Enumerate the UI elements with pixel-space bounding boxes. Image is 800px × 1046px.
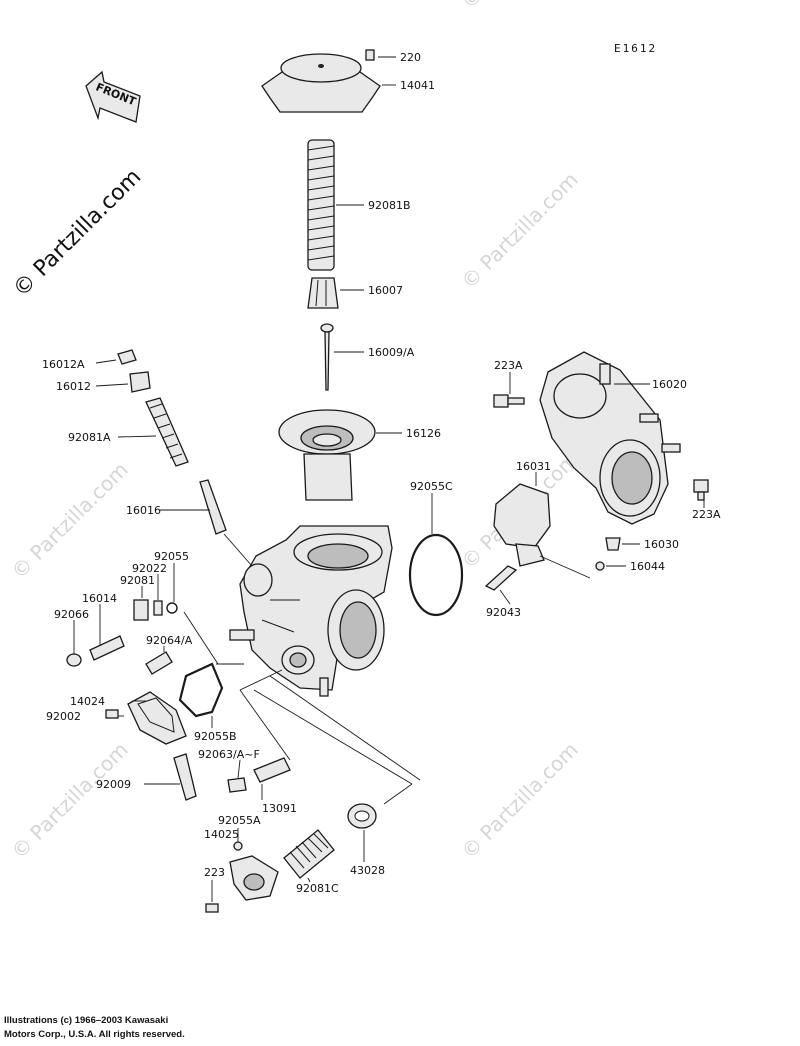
- label-92081b: 92081B: [368, 199, 411, 212]
- label-16031: 16031: [516, 460, 551, 473]
- label-92022: 92022: [132, 562, 167, 575]
- label-16126: 16126: [406, 427, 441, 440]
- watermark: © Partzilla.com: [457, 737, 583, 863]
- label-223a-top: 223A: [494, 359, 523, 372]
- label-14041: 14041: [400, 79, 435, 92]
- label-16012: 16012: [56, 380, 91, 393]
- label-223a-right: 223A: [692, 508, 721, 521]
- label-223: 223: [204, 866, 225, 879]
- label-16030: 16030: [644, 538, 679, 551]
- jet-needle: [320, 323, 364, 391]
- screw-223a-top: [493, 372, 525, 408]
- label-16016: 16016: [126, 504, 161, 517]
- label-92063af: 92063/A~F: [198, 748, 260, 761]
- drain-screw: [144, 753, 197, 801]
- label-92055: 92055: [154, 550, 189, 563]
- label-16014: 16014: [82, 592, 117, 605]
- label-92055c: 92055C: [410, 480, 453, 493]
- watermark: © Partzilla.com: [7, 457, 133, 583]
- idle-screw: [227, 669, 291, 800]
- screw-223a-right: [693, 479, 709, 508]
- diagram-code: E1612: [614, 42, 657, 55]
- label-92055a: 92055A: [218, 814, 261, 827]
- label-43028: 43028: [350, 864, 385, 877]
- label-92081: 92081: [120, 574, 155, 587]
- float-bowl-cover: [105, 662, 224, 745]
- label-92081c: 92081C: [296, 882, 339, 895]
- copyright-line-2: Motors Corp., U.S.A. All rights reserved…: [4, 1029, 185, 1040]
- watermark: © Partzilla.com: [457, 167, 583, 293]
- top-cover: [261, 49, 396, 113]
- label-14024: 14024: [70, 695, 105, 708]
- pilot-screw-parts: [95, 349, 189, 467]
- watermark-main: © Partzilla.com: [9, 165, 147, 303]
- label-92043: 92043: [486, 606, 521, 619]
- diaphragm: [278, 409, 402, 501]
- front-arrow-icon: FRONT: [85, 70, 141, 123]
- label-92055b: 92055B: [194, 730, 237, 743]
- spring-92081c: [283, 829, 335, 883]
- starter-plunger: [160, 479, 253, 567]
- label-16007: 16007: [368, 284, 403, 297]
- label-13091: 13091: [262, 802, 297, 815]
- watermark: © Partzilla.com: [457, 0, 583, 14]
- carburetor-body: [229, 525, 393, 697]
- label-16044: 16044: [630, 560, 665, 573]
- label-16012a: 16012A: [42, 358, 85, 371]
- pilot-screw-group: [66, 563, 244, 667]
- label-92081a: 92081A: [68, 431, 111, 444]
- gasket-92055c: [408, 493, 464, 617]
- label-220: 220: [400, 51, 421, 64]
- carb-adapter: [539, 351, 681, 525]
- label-92002: 92002: [46, 710, 81, 723]
- accelerator-pump-cover: [205, 828, 279, 913]
- watermark: © Partzilla.com: [7, 737, 133, 863]
- label-14025: 14025: [204, 828, 239, 841]
- float-valve: [595, 537, 640, 571]
- label-92064a: 92064/A: [146, 634, 193, 647]
- copyright-line-1: Illustrations (c) 1966–2003 Kawasaki: [4, 1015, 169, 1026]
- main-jet: [145, 646, 173, 675]
- label-92009: 92009: [96, 778, 131, 791]
- label-16020: 16020: [652, 378, 687, 391]
- needle-holder: [307, 277, 364, 309]
- label-16009a: 16009/A: [368, 346, 415, 359]
- washer-43028: [347, 803, 377, 862]
- float-assembly: [484, 472, 591, 605]
- leader-43028: [253, 675, 421, 805]
- label-92066: 92066: [54, 608, 89, 621]
- spring-92081b: [307, 139, 364, 271]
